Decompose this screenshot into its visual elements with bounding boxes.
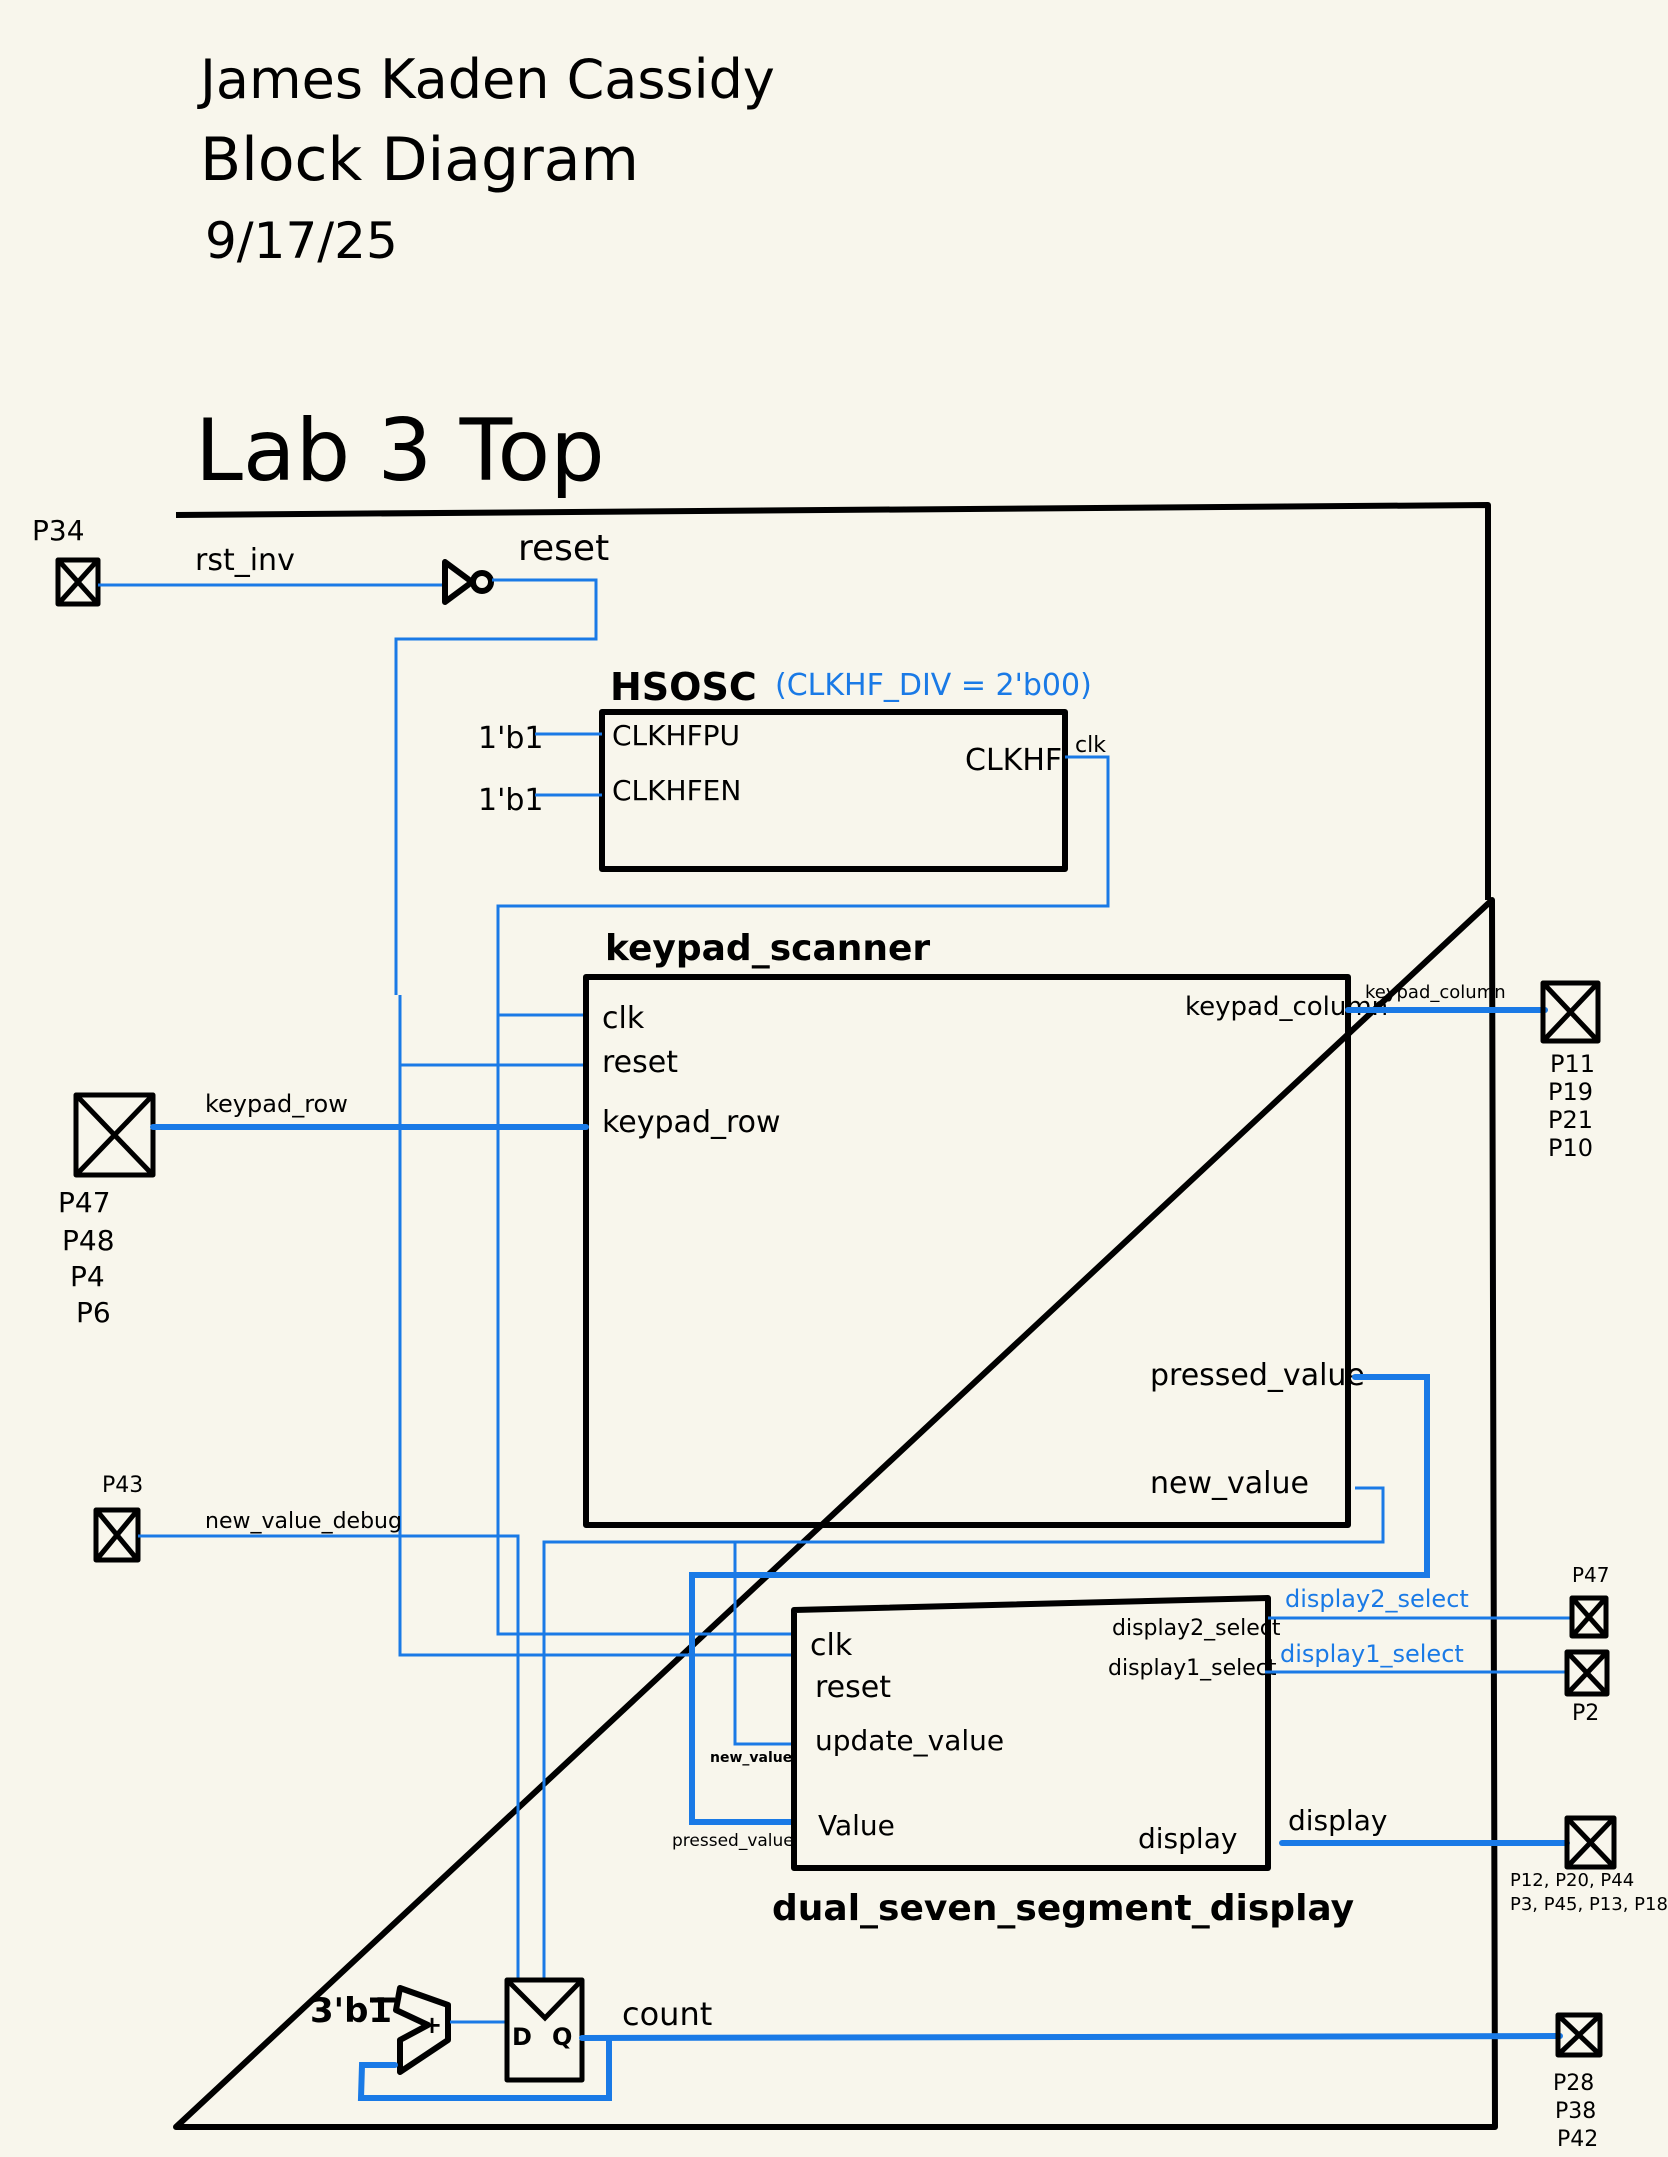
display-port-display: display [1138,1822,1237,1855]
pin-count-label-1: P38 [1555,2099,1596,2124]
pin-keypad-column-label-1: P19 [1548,1078,1593,1106]
pin-keypad-column-label-2: P21 [1548,1106,1593,1134]
keypad-scanner-name: keypad_scanner [605,928,930,969]
net-label-new-value-debug: new_value_debug [205,1509,402,1534]
wire-count [579,2033,1563,2041]
keypad-scanner-port-new-value: new_value [1150,1466,1309,1501]
display-port-value: Value [818,1809,895,1842]
hsosc-port-clkhfen: CLKHFEN [612,774,741,807]
hsosc-port-clkhfpu: CLKHFPU [612,719,740,752]
wire-clk [496,755,1110,1636]
net-label-value: pressed_value [672,1831,794,1851]
const-clkhfen: 1'b1 [478,783,543,818]
display-block-name: dual_seven_segment_display [772,1888,1354,1929]
net-label-update-value: new_value [710,1750,792,1766]
pin-display [1564,1815,1617,1870]
pin-keypad-row-label-0: P47 [58,1186,111,1219]
wire-count-feedback [357,2035,612,2101]
net-label-display: display [1288,1804,1387,1837]
keypad-scanner-port-reset: reset [602,1045,678,1080]
display-block [791,1595,1271,1871]
pin-p43 [93,1507,141,1563]
pin-count-label-0: P28 [1553,2071,1594,2096]
keypad-scanner-port-pressed-value: pressed_value [1150,1358,1365,1393]
const-clkhfpu: 1'b1 [478,721,543,756]
pin-display1-label: P2 [1572,1701,1599,1726]
wire-pressed-value [689,1374,1430,1825]
pin-count [1555,2012,1603,2058]
pin-display1 [1564,1649,1610,1697]
pin-display2 [1569,1595,1609,1639]
display-port-update-value: update_value [815,1724,1004,1757]
dff-block [504,1977,585,2083]
pin-p43-label: P43 [102,1473,143,1498]
pin-display2-label: P47 [1572,1563,1610,1587]
hsosc-port-clkhf: CLKHF [965,743,1062,778]
display-port-reset: reset [815,1670,891,1705]
pin-keypad-column [1540,980,1601,1044]
keypad-scanner-block [583,974,1351,1528]
net-label-keypad-row: keypad_row [205,1090,348,1118]
net-label-count: count [622,1995,712,2033]
display-port-clk: clk [810,1628,853,1663]
adder-block [393,1985,451,2075]
dff-d-port: D [512,2023,532,2051]
author-name: James Kaden Cassidy [197,48,775,111]
pin-keypad-row [73,1092,156,1178]
net-label-display1-select: display1_select [1280,1640,1464,1668]
net-label-clk: clk [1075,733,1106,758]
dff-q-port: Q [552,2023,572,2051]
top-module-title: Lab 3 Top [195,401,605,501]
pin-keypad-column-label-3: P10 [1548,1134,1593,1162]
document-title: Block Diagram [200,125,639,195]
adder-constant: 3'b1 [310,1991,392,2031]
display-port-display2-select: display2_select [1112,1616,1281,1641]
wire-new-value-debug [138,1534,520,1982]
wire-reset [394,578,794,1657]
hsosc-name: HSOSC [610,665,757,709]
adder-symbol: + [422,2011,442,2039]
hsosc-parameter: (CLKHF_DIV = 2'b00) [775,668,1092,703]
inverter-gate [442,559,494,605]
pin-display-label-0: P12, P20, P44 [1510,1870,1634,1891]
pin-keypad-row-label-1: P48 [62,1224,115,1257]
net-label-display2-select: display2_select [1285,1585,1469,1613]
net-label-rst-inv: rst_inv [195,543,295,578]
document-date: 9/17/25 [205,212,398,270]
hsosc-block [599,709,1068,872]
pin-display-label-1: P3, P45, P13, P18 [1510,1894,1668,1915]
keypad-scanner-port-clk: clk [602,1001,645,1036]
wire-new-value [542,1486,1385,1982]
top-module-boundary [173,502,1498,2130]
pin-keypad-column-label-0: P11 [1550,1050,1595,1078]
pin-p34 [55,557,101,607]
pin-count-label-2: P42 [1557,2127,1598,2152]
display-port-display1-select: display1_select [1108,1656,1277,1681]
pin-keypad-row-label-3: P6 [76,1296,111,1329]
keypad-scanner-port-keypad-row: keypad_row [602,1105,781,1140]
pin-p34-label: P34 [32,514,85,547]
pin-keypad-row-label-2: P4 [70,1260,105,1293]
net-label-keypad-column: keypad_column [1365,982,1506,1003]
net-label-reset: reset [518,528,609,569]
